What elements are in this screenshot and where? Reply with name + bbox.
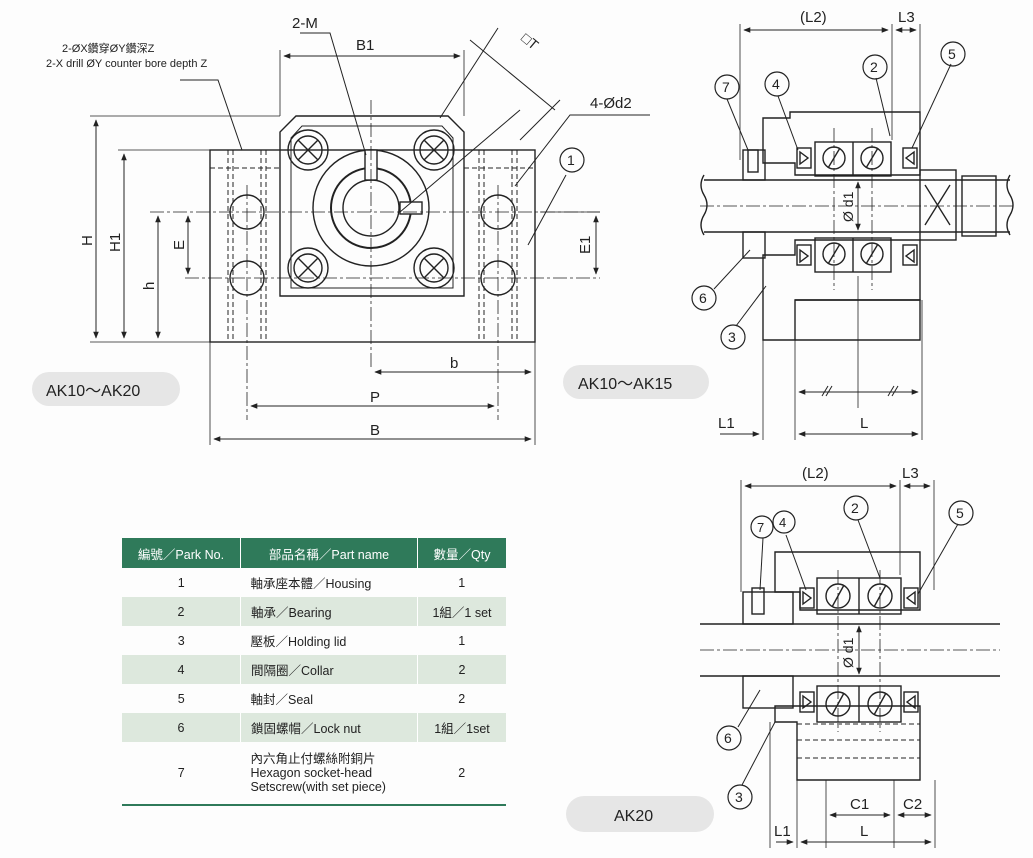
part-no: 1 bbox=[177, 575, 185, 590]
table-row: 4 間隔圈／Collar 2 bbox=[122, 655, 506, 684]
bottom-callout-7: 7 bbox=[757, 520, 764, 535]
section-view-ak10-ak15 bbox=[691, 24, 1015, 440]
part-qty: 2 bbox=[458, 691, 466, 706]
dim-2m: 2-M bbox=[292, 15, 318, 32]
dim-4-d2: 4-Ød2 bbox=[590, 95, 632, 112]
bolt-holes bbox=[287, 129, 455, 289]
svg-text:AK10～AK15: AK10～AK15 bbox=[578, 376, 672, 393]
bottom-dim-l3: L3 bbox=[902, 465, 919, 482]
bottom-callout-6: 6 bbox=[724, 730, 732, 746]
bottom-dim-c2: C2 bbox=[903, 796, 922, 813]
bottom-callout-4: 4 bbox=[779, 515, 786, 530]
top-callout-3: 3 bbox=[728, 329, 736, 345]
part-no: 4 bbox=[122, 655, 241, 684]
dim-h-small: h bbox=[141, 282, 158, 290]
bottom-dim-l: L bbox=[860, 823, 868, 840]
dim-t: □T bbox=[518, 30, 542, 53]
part-name: 壓板／Holding lid bbox=[250, 635, 347, 649]
series-label-ak10-ak20: AK10～AK20 bbox=[32, 372, 180, 406]
dim-h1: H1 bbox=[107, 233, 124, 252]
top-dim-l3: L3 bbox=[898, 9, 915, 26]
table-row: 2 軸承／Bearing 1組／1 set bbox=[122, 597, 506, 626]
table-row: 3 壓板／Holding lid 1 bbox=[122, 626, 506, 655]
callout-1: 1 bbox=[567, 152, 575, 168]
series-label-ak10-ak15: AK10～AK15 bbox=[563, 365, 709, 399]
part-qty: 1 bbox=[458, 633, 466, 648]
part-name: 內六角止付螺絲附銅片 Hexagon socket-head Setscrew(… bbox=[250, 752, 386, 794]
top-dim-d1: Ø d1 bbox=[840, 191, 856, 222]
table-row: 5 軸封／Seal 2 bbox=[122, 684, 506, 713]
svg-text:AK20: AK20 bbox=[614, 808, 653, 825]
top-dim-l2: (L2) bbox=[800, 9, 827, 26]
dim-b-small: b bbox=[450, 355, 458, 372]
top-dim-l1: L1 bbox=[718, 415, 735, 432]
bottom-dim-c1: C1 bbox=[850, 796, 869, 813]
part-name: 間隔圈／Collar bbox=[240, 655, 418, 684]
dim-e1: E1 bbox=[577, 236, 594, 254]
part-name: 鎖固螺帽／Lock nut bbox=[240, 713, 418, 742]
part-qty: 1組／1set bbox=[417, 713, 506, 742]
parts-table: 編號／Park No. 部品名稱／Part name 數量／Qty 1 軸承座本… bbox=[122, 538, 506, 806]
front-view bbox=[90, 27, 650, 445]
part-no: 3 bbox=[177, 633, 185, 648]
part-no: 2 bbox=[122, 597, 241, 626]
parts-table-header: 編號／Park No. 部品名稱／Part name 數量／Qty bbox=[122, 538, 506, 568]
bottom-callout-3: 3 bbox=[735, 789, 743, 805]
header-part-no: 編號／Park No. bbox=[122, 538, 241, 568]
svg-text:AK10～AK20: AK10～AK20 bbox=[46, 383, 140, 400]
header-part-name: 部品名稱／Part name bbox=[240, 538, 418, 568]
top-callout-5: 5 bbox=[948, 46, 956, 62]
dim-b-total: B bbox=[370, 422, 380, 439]
top-callout-6: 6 bbox=[699, 290, 707, 306]
top-dim-l: L bbox=[860, 415, 868, 432]
part-qty: 2 bbox=[417, 742, 506, 806]
part-qty: 1組／1 set bbox=[417, 597, 506, 626]
table-row: 6 鎖固螺帽／Lock nut 1組／1set bbox=[122, 713, 506, 742]
part-no: 6 bbox=[122, 713, 241, 742]
header-qty: 數量／Qty bbox=[417, 538, 506, 568]
series-label-ak20: AK20 bbox=[566, 796, 714, 832]
bottom-dim-d1: Ø d1 bbox=[840, 637, 856, 668]
part-name: 軸承／Bearing bbox=[240, 597, 418, 626]
top-callout-7: 7 bbox=[722, 79, 730, 95]
dim-e: E bbox=[171, 240, 188, 250]
note-en: 2-X drill ØY counter bore depth Z bbox=[46, 58, 207, 70]
dim-p: P bbox=[370, 389, 380, 406]
part-qty: 2 bbox=[417, 655, 506, 684]
dim-h-total: H bbox=[79, 235, 96, 246]
table-row: 1 軸承座本體／Housing 1 bbox=[122, 568, 506, 597]
bottom-dim-l2: (L2) bbox=[802, 465, 829, 482]
table-row: 7 內六角止付螺絲附銅片 Hexagon socket-head Setscre… bbox=[122, 742, 506, 806]
section-view-ak20 bbox=[700, 480, 1000, 848]
bottom-callout-2: 2 bbox=[851, 500, 859, 516]
note-zh: 2-ØX鑽穿ØY鑽深Z bbox=[62, 41, 155, 55]
bottom-callout-5: 5 bbox=[956, 505, 964, 521]
part-no: 7 bbox=[122, 742, 241, 806]
top-callout-4: 4 bbox=[772, 76, 780, 92]
callout-bubble-1 bbox=[559, 147, 585, 173]
part-qty: 1 bbox=[458, 575, 466, 590]
part-no: 5 bbox=[177, 691, 185, 706]
part-name: 軸承座本體／Housing bbox=[250, 577, 372, 591]
top-callout-2: 2 bbox=[870, 59, 878, 75]
dim-b1: B1 bbox=[356, 37, 374, 54]
housing-center-block bbox=[279, 115, 465, 297]
part-name: 軸封／Seal bbox=[250, 693, 314, 707]
bottom-dim-l1: L1 bbox=[774, 823, 791, 840]
